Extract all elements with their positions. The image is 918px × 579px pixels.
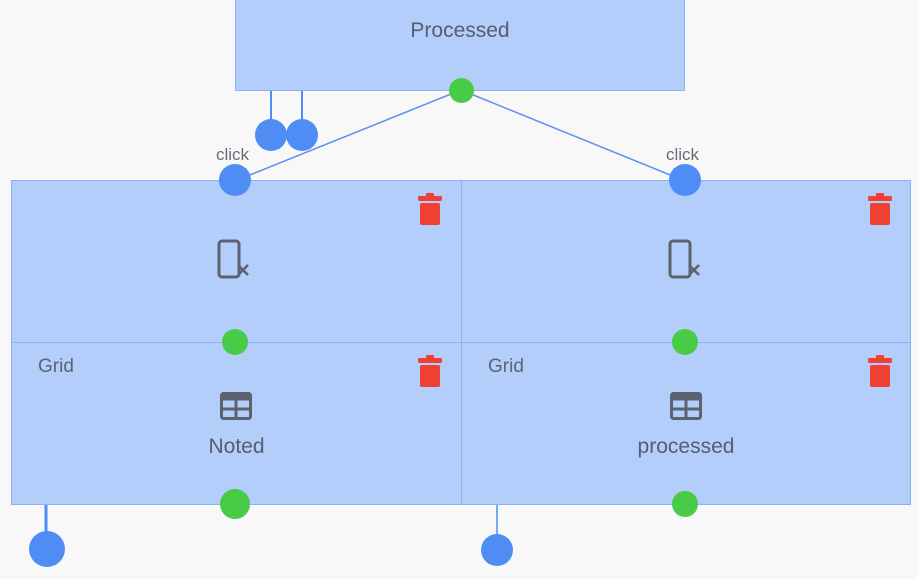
phone-off-icon [217,239,249,279]
output-port-grid-left[interactable] [220,489,250,519]
input-port-mobile-right[interactable] [669,164,701,196]
node-type-label: Grid [38,356,74,377]
node-grid-left[interactable]: Grid Noted [11,342,462,505]
input-port-stub-2[interactable] [286,119,318,151]
input-port-mobile-left[interactable] [219,164,251,196]
edge-label-right: click [666,145,700,164]
input-port-bottom-left[interactable] [29,531,65,567]
node-grid-left-label: Noted [208,435,265,458]
node-type-label: Grid [488,356,524,377]
delete-icon[interactable] [417,193,443,227]
node-grid-right-label: processed [637,435,735,458]
node-processed-top[interactable]: Processed [235,0,685,91]
edge-label-left: click [216,145,250,164]
grid-table-icon [670,392,702,420]
delete-icon[interactable] [867,193,893,227]
delete-icon[interactable] [417,355,443,389]
edge-line-right [460,89,686,182]
node-mobile-left[interactable] [11,180,462,343]
phone-off-icon [668,239,700,279]
node-mobile-right[interactable] [461,180,911,343]
node-grid-right[interactable]: Grid processed [461,342,911,505]
output-port-grid-right[interactable] [672,491,698,517]
delete-icon[interactable] [867,355,893,389]
grid-table-icon [220,392,252,420]
output-port-mobile-right[interactable] [672,329,698,355]
output-port-mobile-left[interactable] [222,329,248,355]
input-port-stub-1[interactable] [255,119,287,151]
output-port-top[interactable] [449,78,474,103]
node-processed-top-label: Processed [410,19,510,42]
input-port-bottom-right[interactable] [481,534,513,566]
